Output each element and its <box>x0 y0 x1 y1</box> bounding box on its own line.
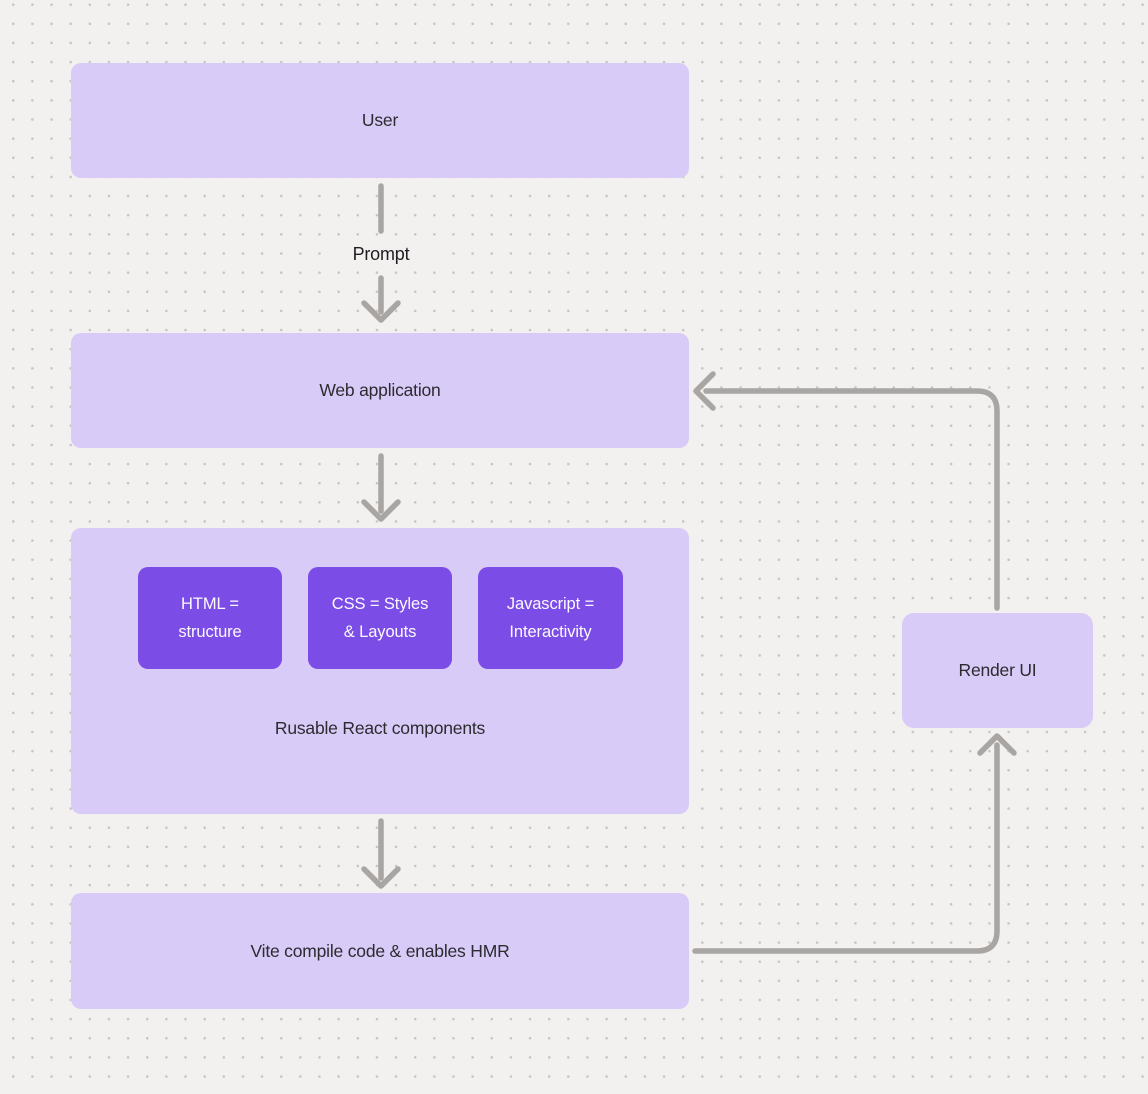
arrow-head-up-icon <box>977 733 1017 756</box>
connector-renderui-to-webapp <box>693 371 1000 611</box>
node-vite[interactable]: Vite compile code & enables HMR <box>71 893 689 1009</box>
node-user[interactable]: User <box>71 63 689 178</box>
connector-vite-to-renderui <box>692 733 1017 954</box>
node-render-ui[interactable]: Render UI <box>902 613 1093 728</box>
arrow-webapp-to-components <box>361 453 401 522</box>
node-web-application[interactable]: Web application <box>71 333 689 448</box>
node-user-label: User <box>361 110 399 130</box>
node-web-application-label: Web application <box>319 380 441 400</box>
chip-javascript-line2: Interactivity <box>509 623 592 641</box>
arrow-head-down-icon <box>361 866 401 889</box>
chip-css-line2: & Layouts <box>343 623 417 641</box>
chip-html[interactable]: HTML = structure <box>138 567 282 669</box>
arrow-head-down-icon <box>361 300 401 323</box>
chip-html-line1: HTML = <box>181 595 239 613</box>
chip-javascript[interactable]: Javascript = Interactivity <box>478 567 623 669</box>
arrow-components-to-vite <box>361 818 401 889</box>
edge-label-prompt[interactable]: Prompt <box>321 243 441 266</box>
node-render-ui-label: Render UI <box>958 660 1037 680</box>
chip-css[interactable]: CSS = Styles & Layouts <box>308 567 452 669</box>
chip-javascript-line1: Javascript = <box>506 595 595 613</box>
chip-css-line1: CSS = Styles <box>331 595 429 613</box>
node-vite-label: Vite compile code & enables HMR <box>250 940 510 961</box>
chip-html-line2: structure <box>178 623 242 641</box>
node-components-group[interactable]: HTML = structure CSS = Styles & Layouts … <box>71 528 689 814</box>
arrow-head-down-icon <box>361 499 401 522</box>
components-caption: Rusable React components <box>274 718 486 738</box>
connector-shaft <box>703 388 1000 611</box>
arrow-head-left-icon <box>693 371 716 411</box>
connector-shaft <box>692 742 1000 954</box>
